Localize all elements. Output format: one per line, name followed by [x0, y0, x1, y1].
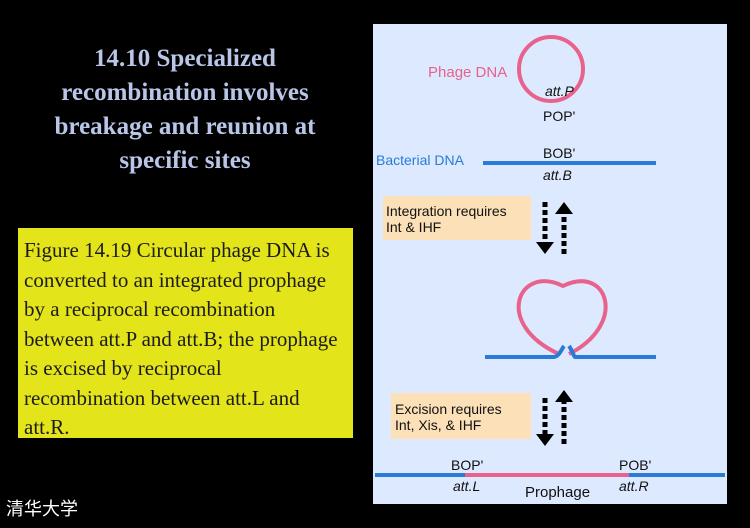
attL-label: att.L [453, 478, 480, 494]
svg-text:清华大学: 清华大学 [6, 499, 78, 520]
prophage-label: Prophage [525, 484, 590, 501]
attR-label: att.R [619, 478, 649, 494]
recombination-diagram: Phage DNA att.P POP' Bacterial DNA BOB' … [375, 35, 725, 501]
integrating-phage-loop [516, 279, 608, 356]
bob-label: BOB' [543, 145, 575, 161]
excision-text-1: Excision requires [395, 401, 502, 417]
phage-dna-label: Phage DNA [428, 64, 507, 81]
bop-label: BOP' [451, 457, 483, 473]
university-logo: 清华大学 [4, 492, 78, 522]
attB-label: att.B [543, 167, 572, 183]
attP-label: att.P [545, 83, 574, 99]
pop-label: POP' [543, 108, 575, 124]
integration-text-1: Integration requires [386, 203, 507, 219]
integration-box [383, 196, 531, 240]
excision-arrows [536, 390, 573, 446]
bacterial-dna-label: Bacterial DNA [376, 152, 465, 168]
excision-box [391, 393, 531, 439]
integration-arrows [536, 202, 573, 254]
crossover-point [552, 344, 577, 359]
integration-text-2: Int & IHF [386, 219, 441, 235]
excision-text-2: Int, Xis, & IHF [395, 417, 481, 433]
slide-title: 14.10 Specialized recombination involves… [54, 45, 316, 174]
phage-dna-circle [517, 35, 585, 103]
figure-caption: Figure 14.19 Circular phage DNA is conve… [18, 228, 353, 439]
diagram-panel: Phage DNA att.P POP' Bacterial DNA BOB' … [373, 24, 727, 504]
pob-label: POB' [619, 457, 651, 473]
